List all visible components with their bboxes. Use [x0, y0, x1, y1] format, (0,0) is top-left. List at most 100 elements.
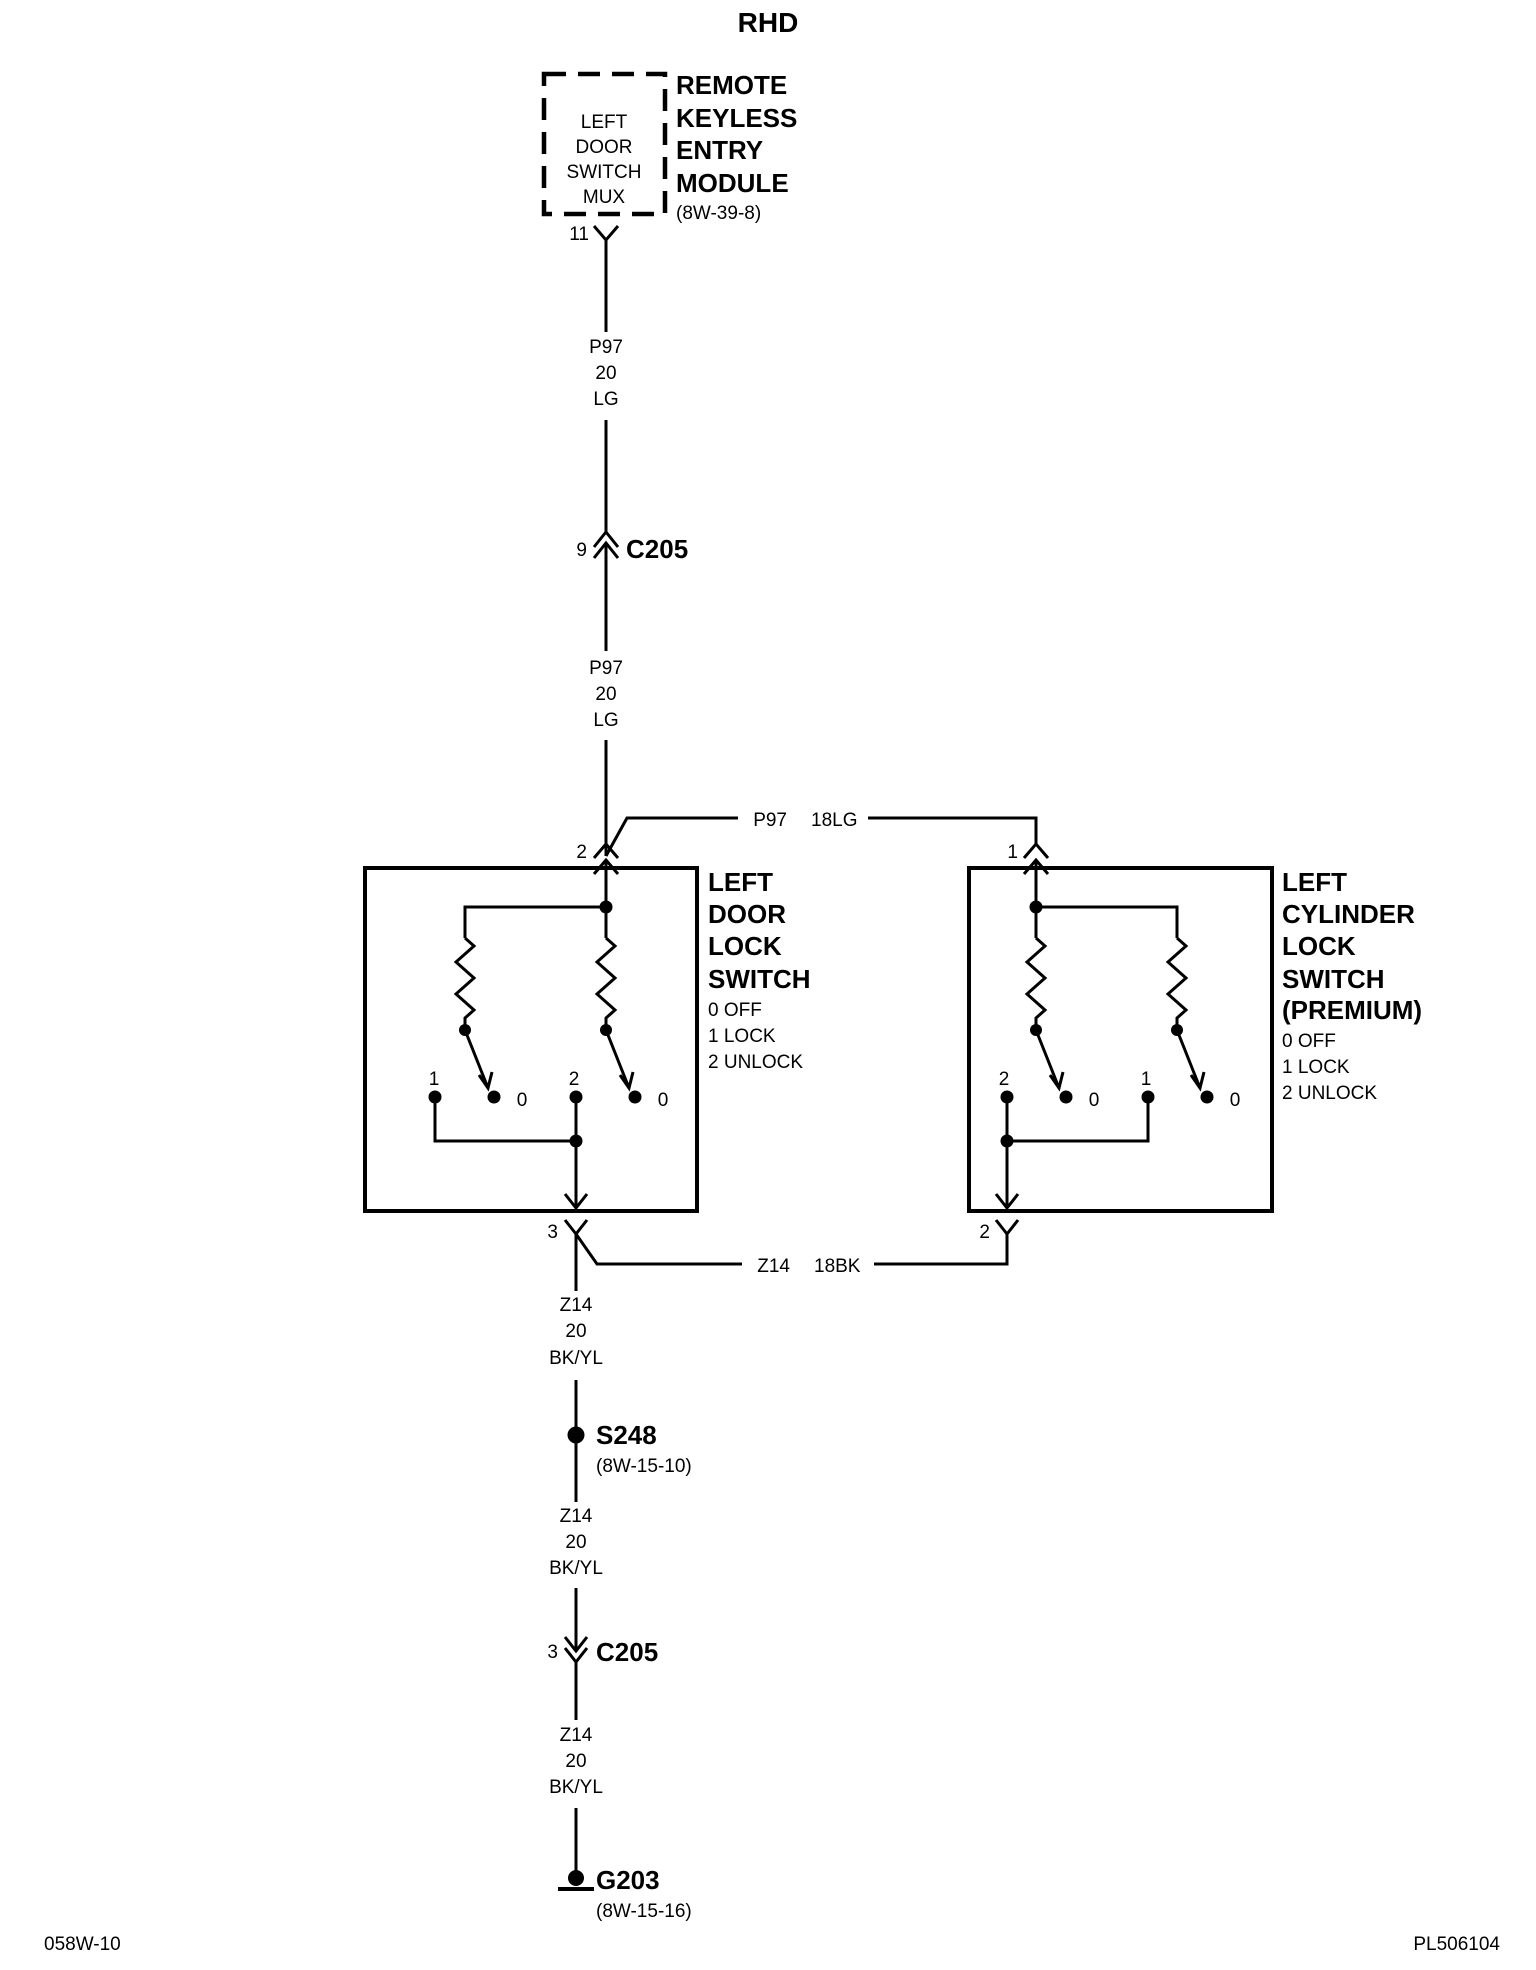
wire-4-gauge: 20	[565, 1532, 586, 1553]
left-switch-position-2: 1 LOCK	[708, 1026, 776, 1047]
right-switch-name-line-1: LEFT	[1282, 867, 1347, 897]
wire-5-circuit: Z14	[560, 1725, 593, 1746]
left-switch-bottom-pin: 3	[547, 1222, 558, 1243]
left-switch-box	[363, 866, 699, 1213]
left-switch-position-3: 2 UNLOCK	[708, 1052, 803, 1073]
right-switch-label-0b: 0	[1230, 1090, 1241, 1111]
right-switch-name-line-5: (PREMIUM)	[1282, 995, 1422, 1025]
right-switch-bottom-terminal	[994, 1219, 1020, 1237]
left-switch-label-0a: 0	[517, 1090, 528, 1111]
left-switch-contact-0b	[628, 1090, 642, 1104]
module-pin-terminal	[592, 225, 620, 243]
c205-upper-name: C205	[626, 534, 688, 564]
left-switch-top-pin: 2	[576, 842, 587, 863]
right-switch-name-line-3: LOCK	[1282, 931, 1356, 961]
module-name-line-4: MODULE	[676, 168, 789, 198]
right-switch-wiper-a	[1034, 1029, 1065, 1092]
right-switch-bottom-pin: 2	[979, 1222, 990, 1243]
right-switch-name-line-4: SWITCH	[1282, 964, 1385, 994]
c205-upper-chevron-1	[592, 529, 620, 548]
right-switch-label-2: 2	[999, 1069, 1010, 1090]
jumper-top-spec: 18LG	[811, 810, 857, 831]
jumper-top-left	[604, 816, 738, 857]
jumper-top-circuit: P97	[753, 810, 787, 831]
footer-left-code: 058W-10	[44, 1934, 121, 1955]
wire-5-color: BK/YL	[549, 1777, 603, 1798]
ground-reference: (8W-15-16)	[596, 1901, 692, 1922]
left-switch-name-line-4: SWITCH	[708, 964, 811, 994]
right-switch-spring-b	[1165, 936, 1189, 1030]
left-switch-spring-b	[594, 936, 618, 1030]
jumper-bottom-circuit: Z14	[757, 1256, 790, 1277]
diagram-title: RHD	[738, 7, 799, 38]
left-switch-common-node	[569, 1134, 583, 1148]
module-internal-line-4: MUX	[583, 187, 626, 208]
jumper-bottom-left	[574, 1233, 742, 1266]
c205-lower-pin: 3	[547, 1642, 558, 1663]
left-switch-label-2: 2	[569, 1069, 580, 1090]
splice-reference: (8W-15-10)	[596, 1456, 692, 1477]
wire-3-circuit: Z14	[560, 1295, 593, 1316]
left-switch-name-line-2: DOOR	[708, 899, 786, 929]
jumper-bottom-spec: 18BK	[814, 1256, 861, 1277]
c205-upper-pin: 9	[576, 540, 587, 561]
c205-lower-chevron-1	[563, 1636, 589, 1654]
module-pin-number: 11	[569, 224, 589, 245]
left-switch-out-arrow	[563, 1193, 589, 1211]
right-switch-common-bus	[1007, 1097, 1150, 1143]
right-switch-wiper-b	[1175, 1029, 1206, 1092]
wire-1-circuit: P97	[589, 337, 623, 358]
module-dashed-outline	[541, 71, 668, 217]
right-switch-label-1: 1	[1141, 1069, 1152, 1090]
wire-1-gauge: 20	[595, 363, 616, 384]
wire-2-gauge: 20	[595, 684, 616, 705]
module-reference: (8W-39-8)	[676, 203, 761, 224]
wire-3-color: BK/YL	[549, 1348, 603, 1369]
left-door-lock-switch: 2 1 0 2 0 3 LEFT DOOR LOCK SWITCH 0 OFF …	[363, 841, 811, 1243]
right-switch-top-pin: 1	[1007, 842, 1018, 863]
footer-right-code: PL506104	[1413, 1934, 1500, 1955]
wire-1-color: LG	[593, 389, 618, 410]
right-switch-position-3: 2 UNLOCK	[1282, 1083, 1377, 1104]
c205-lower-name: C205	[596, 1637, 658, 1667]
module-internal-line-1: LEFT	[581, 112, 628, 133]
splice-name: S248	[596, 1420, 657, 1450]
wire-4-color: BK/YL	[549, 1558, 603, 1579]
right-switch-contact-0a	[1059, 1090, 1073, 1104]
left-switch-name-line-1: LEFT	[708, 867, 773, 897]
right-switch-top-terminal	[1022, 841, 1050, 859]
module-name-line-1: REMOTE	[676, 70, 787, 100]
right-switch-spring-a	[1024, 936, 1048, 1030]
left-switch-spring-a	[453, 936, 477, 1030]
right-switch-label-0a: 0	[1089, 1090, 1100, 1111]
splice-s248: S248 (8W-15-10)	[567, 1420, 692, 1477]
module-internal-line-2: DOOR	[576, 137, 633, 158]
right-switch-name-line-2: CYLINDER	[1282, 899, 1415, 929]
wire-3-gauge: 20	[565, 1321, 586, 1342]
right-switch-branch-b	[1036, 905, 1179, 938]
module-name-line-2: KEYLESS	[676, 103, 797, 133]
right-switch-position-2: 1 LOCK	[1282, 1057, 1350, 1078]
left-switch-wiper-a	[463, 1029, 494, 1092]
left-switch-contact-0a	[487, 1090, 501, 1104]
wire-4-circuit: Z14	[560, 1506, 593, 1527]
left-cylinder-lock-switch: 1 2 0 1 0 2 LEFT CYLINDER LOCK SWITCH (P…	[967, 841, 1422, 1243]
right-switch-common-node	[1000, 1134, 1014, 1148]
right-switch-position-1: 0 OFF	[1282, 1031, 1336, 1052]
right-switch-contact-0b	[1200, 1090, 1214, 1104]
ground-name: G203	[596, 1865, 660, 1895]
wire-2-circuit: P97	[589, 658, 623, 679]
left-switch-bottom-terminal	[563, 1219, 589, 1237]
jumper-bottom-right	[874, 1234, 1009, 1266]
left-switch-label-1: 1	[429, 1069, 440, 1090]
right-switch-box	[967, 866, 1274, 1213]
wire-5-gauge: 20	[565, 1751, 586, 1772]
left-switch-wiper-b	[604, 1029, 635, 1092]
module-internal-line-3: SWITCH	[567, 162, 642, 183]
ground-g203: G203 (8W-15-16)	[558, 1865, 692, 1922]
wire-2-color: LG	[593, 710, 618, 731]
left-switch-top-terminal	[592, 841, 620, 859]
left-switch-name-line-3: LOCK	[708, 931, 782, 961]
remote-keyless-entry-module: LEFT DOOR SWITCH MUX REMOTE KEYLESS ENTR…	[541, 70, 797, 245]
